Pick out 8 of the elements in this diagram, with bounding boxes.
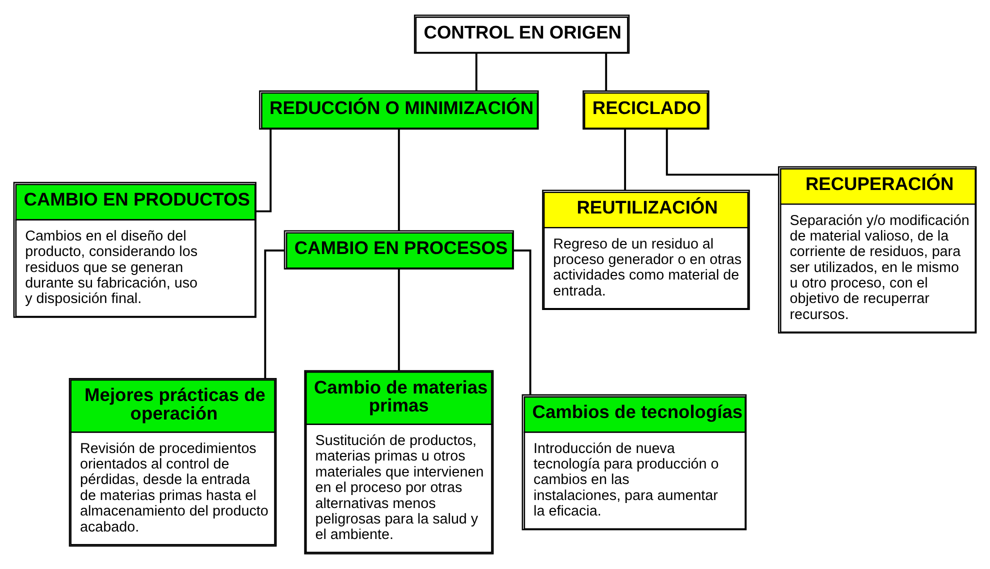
- connector: [264, 250, 284, 379]
- connector: [666, 129, 778, 176]
- connector: [514, 250, 532, 395]
- connector: [398, 269, 400, 370]
- connector: [475, 53, 478, 91]
- connector: [605, 53, 608, 91]
- connector: [398, 129, 400, 231]
- connector: [624, 129, 626, 190]
